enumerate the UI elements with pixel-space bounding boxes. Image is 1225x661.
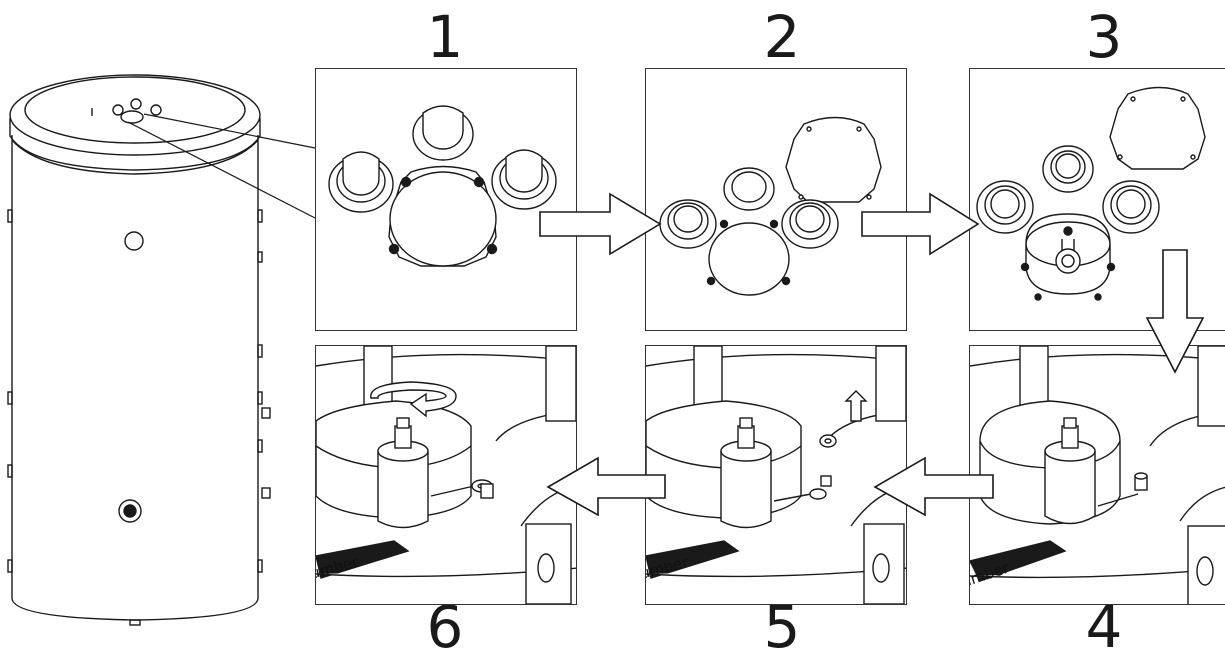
step-number-3: 3 [1085,3,1123,71]
nut-icon: umber [646,346,906,604]
rotation-arrow-icon: umber [316,346,576,604]
panel-step-4: umber [969,345,1225,605]
panel-step-5: umber [645,345,907,605]
flange-cover-icon [328,105,557,267]
step-number-2: 2 [763,3,801,71]
panel-step-1 [315,68,577,331]
step-number-6: 6 [426,593,464,661]
step-number-1: 1 [426,3,464,71]
step-number-5: 5 [763,593,801,661]
panel-step-2 [645,68,907,331]
anode-icon [976,86,1206,301]
panel-step-6: umber [315,345,577,605]
pipe-connection-icon [659,116,882,296]
panel-step-3 [969,68,1225,331]
step-number-4: 4 [1085,593,1123,661]
